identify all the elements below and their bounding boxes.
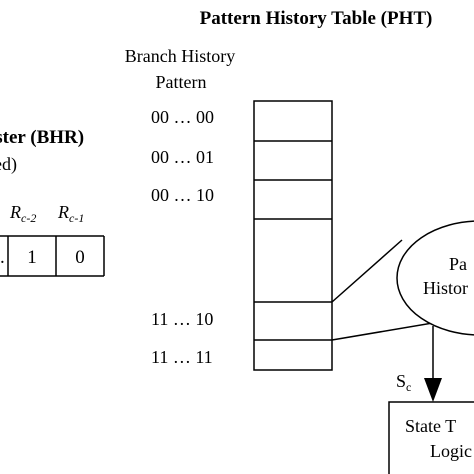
bubble-label-line1: Pa — [449, 254, 467, 274]
bhr-subtitle: ed) — [0, 154, 17, 175]
pht-row-label: 00 … 01 — [151, 147, 214, 167]
bubble-label-line2: Histor — [423, 278, 468, 298]
bhr-col-label-rc1: Rc-1 — [57, 202, 84, 225]
logic-box-label-line1: State T — [405, 416, 456, 436]
pht-to-bubble-connector — [331, 239, 403, 303]
sc-arrow-label: Sc — [396, 371, 411, 394]
logic-box-label-line2: Logic — [430, 441, 472, 461]
pattern-history-bubble — [396, 220, 474, 336]
state-transition-logic-box — [388, 401, 474, 474]
pht-title: Pattern History Table (PHT) — [200, 8, 433, 29]
pht-column-label-line1: Branch History — [125, 46, 235, 66]
bhr-cell-value: 1 — [27, 247, 37, 268]
bhr-title: ister (BHR) — [0, 127, 84, 148]
pht-row-label: 00 … 10 — [151, 185, 214, 205]
pht-row-label: 00 … 00 — [151, 107, 214, 127]
bhr-cell-value: 0 — [75, 247, 85, 268]
pht-row-label: 11 … 11 — [151, 347, 213, 367]
bhr-cell-ellipsis: . — [0, 247, 5, 268]
bhr-col-label-rc2: Rc-2 — [9, 202, 36, 225]
pht-table — [253, 100, 333, 371]
pht-column-label-line2: Pattern — [156, 72, 207, 92]
pht-row-label: 11 … 10 — [151, 309, 213, 329]
sc-arrow-head — [424, 378, 442, 402]
